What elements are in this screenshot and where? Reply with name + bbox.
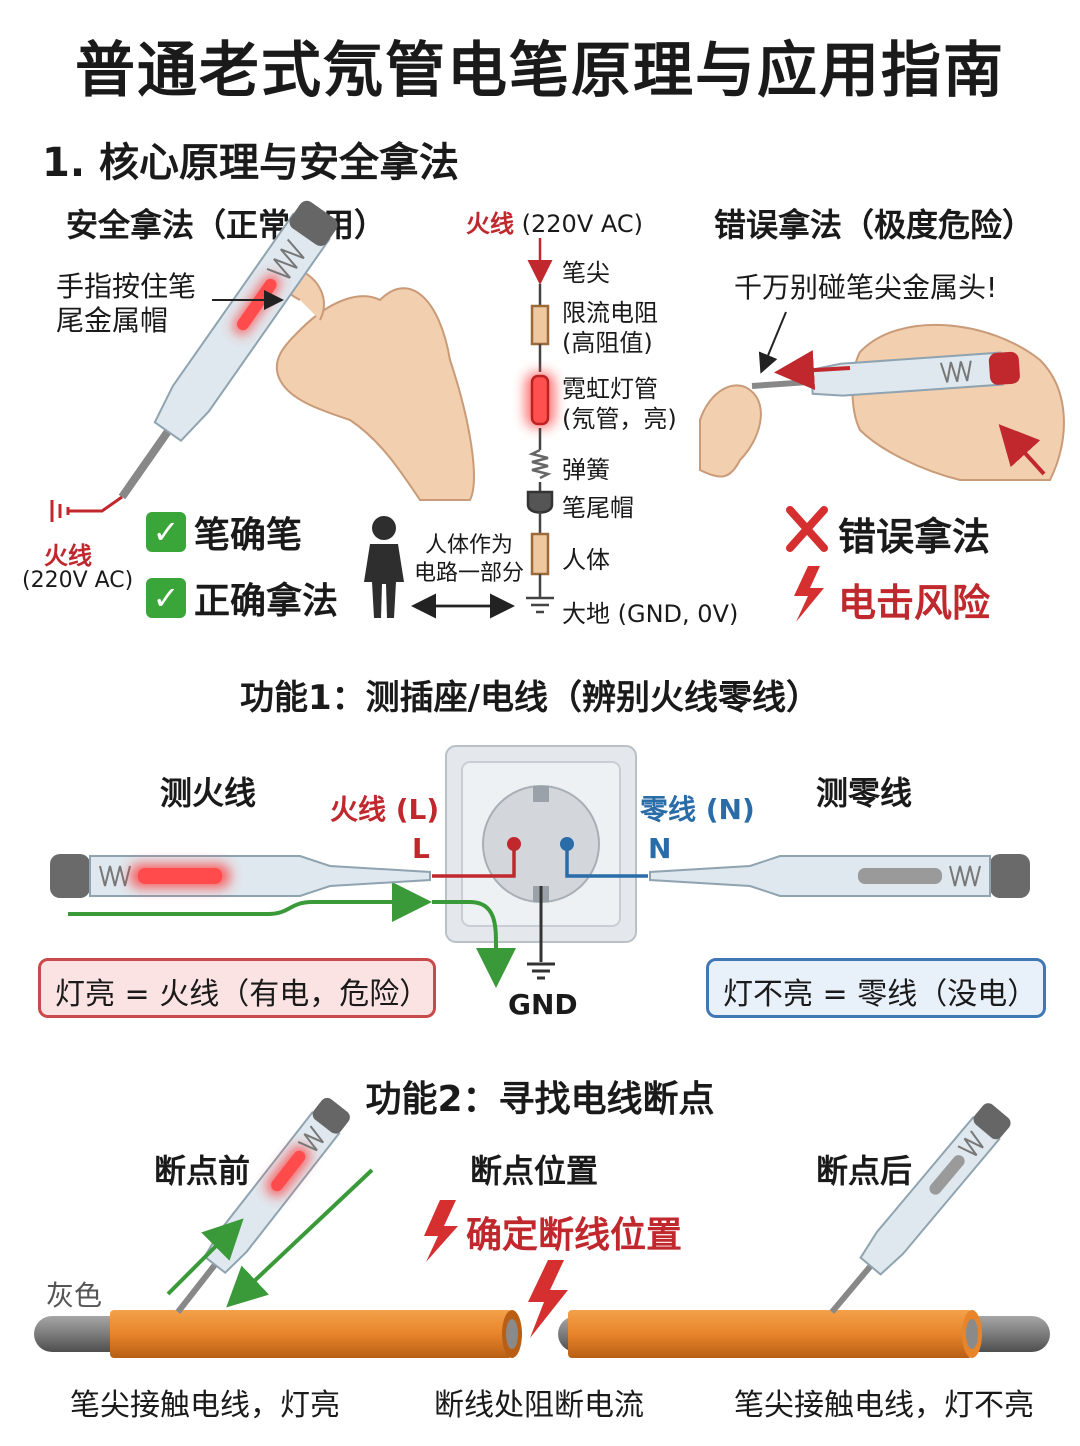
- function2-heading: 功能2：寻找电线断点: [365, 1079, 715, 1120]
- after-break-voltage-tester-icon: [829, 1103, 1011, 1314]
- circuit-body-label: 人体: [562, 546, 610, 574]
- wrong-cross-label: 错误拿法: [838, 515, 991, 559]
- neutral-test-voltage-tester-icon: [649, 854, 1030, 898]
- wire-left: [34, 1310, 522, 1358]
- test-live-title: 测火线: [160, 774, 257, 812]
- caption-left: 笔尖接触电线，灯亮: [70, 1388, 340, 1423]
- before-break-voltage-tester-icon: [175, 1097, 350, 1314]
- before-break-title: 断点前: [154, 1152, 251, 1190]
- after-break-title: 断点后: [816, 1152, 913, 1190]
- circuit-cap-label: 笔尾帽: [562, 494, 634, 522]
- neutral-result-box: 灯不亮 = 零线（没电）: [706, 958, 1046, 1018]
- live-letter: L: [412, 832, 430, 865]
- shock-risk-label: 电击风险: [838, 581, 991, 625]
- neutral-wire-label: 零线 (N): [640, 793, 755, 826]
- safe-heading: 安全拿法（正常使用）: [66, 206, 387, 244]
- safe-hand-icon: [275, 267, 475, 501]
- wrong-heading: 错误拿法（极度危险）: [714, 206, 1035, 244]
- page-title: 普通老式氖管电笔原理与应用指南: [75, 36, 1005, 106]
- circuit-tip-label: 笔尖: [562, 259, 610, 287]
- wrong-voltage-tester-icon: [751, 351, 1020, 397]
- confirm-break-label: 确定断线位置: [466, 1215, 683, 1256]
- check-row-1: ✓笔确笔: [146, 506, 302, 558]
- caption-middle: 断线处阻断电流: [434, 1388, 644, 1423]
- safe-live-voltage: (220V AC): [22, 568, 134, 593]
- person-icon: [364, 516, 404, 618]
- circuit-ground-label: 大地 (GND, 0V): [562, 600, 739, 628]
- safe-ground-icon: [50, 495, 123, 522]
- socket-ground-icon: [527, 962, 555, 980]
- circuit-diagram: [525, 238, 555, 614]
- break-position-title: 断点位置: [470, 1152, 599, 1190]
- live-result-box: 灯亮 = 火线（有电，危险）: [38, 958, 436, 1018]
- lightning-icon: [794, 566, 824, 622]
- circuit-spring-label: 弹簧: [562, 456, 610, 484]
- human-note: 人体作为 电路一部分: [414, 533, 525, 586]
- check-icon: ✓: [146, 578, 186, 618]
- section1-heading: 1. 核心原理与安全拿法: [42, 140, 459, 186]
- function1-heading: 功能1：测插座/电线（辨别火线零线）: [239, 678, 821, 718]
- break-lightning-icon: [528, 1260, 568, 1338]
- live-test-voltage-tester-icon: [50, 854, 431, 898]
- circuit-resistor-label: 限流电阻 (高阻值): [562, 299, 658, 357]
- gnd-label: GND: [508, 988, 578, 1021]
- test-neutral-title: 测零线: [816, 774, 913, 812]
- live-wire-label: 火线 (L): [330, 793, 440, 826]
- safe-live-label: 火线: [44, 542, 92, 570]
- finger-note: 手指按住笔 尾金属帽: [56, 270, 197, 337]
- circuit-live-header: 火线 (220V AC): [466, 210, 643, 238]
- circuit-neon-label: 霓虹灯管 (氖管，亮): [562, 375, 677, 433]
- cross-icon: [786, 506, 828, 552]
- socket-icon: [445, 745, 637, 943]
- neutral-letter: N: [648, 832, 672, 865]
- wrong-hand-icon: [699, 323, 1065, 481]
- caption-right: 笔尖接触电线，灯不亮: [734, 1388, 1034, 1423]
- check-icon: ✓: [146, 512, 186, 552]
- confirm-lightning-icon: [424, 1200, 458, 1262]
- wire-right: [558, 1310, 1050, 1358]
- check-row-2: ✓正确拿法: [146, 572, 338, 624]
- gray-label: 灰色: [46, 1279, 103, 1312]
- wrong-note: 千万别碰笔尖金属头!: [734, 271, 998, 304]
